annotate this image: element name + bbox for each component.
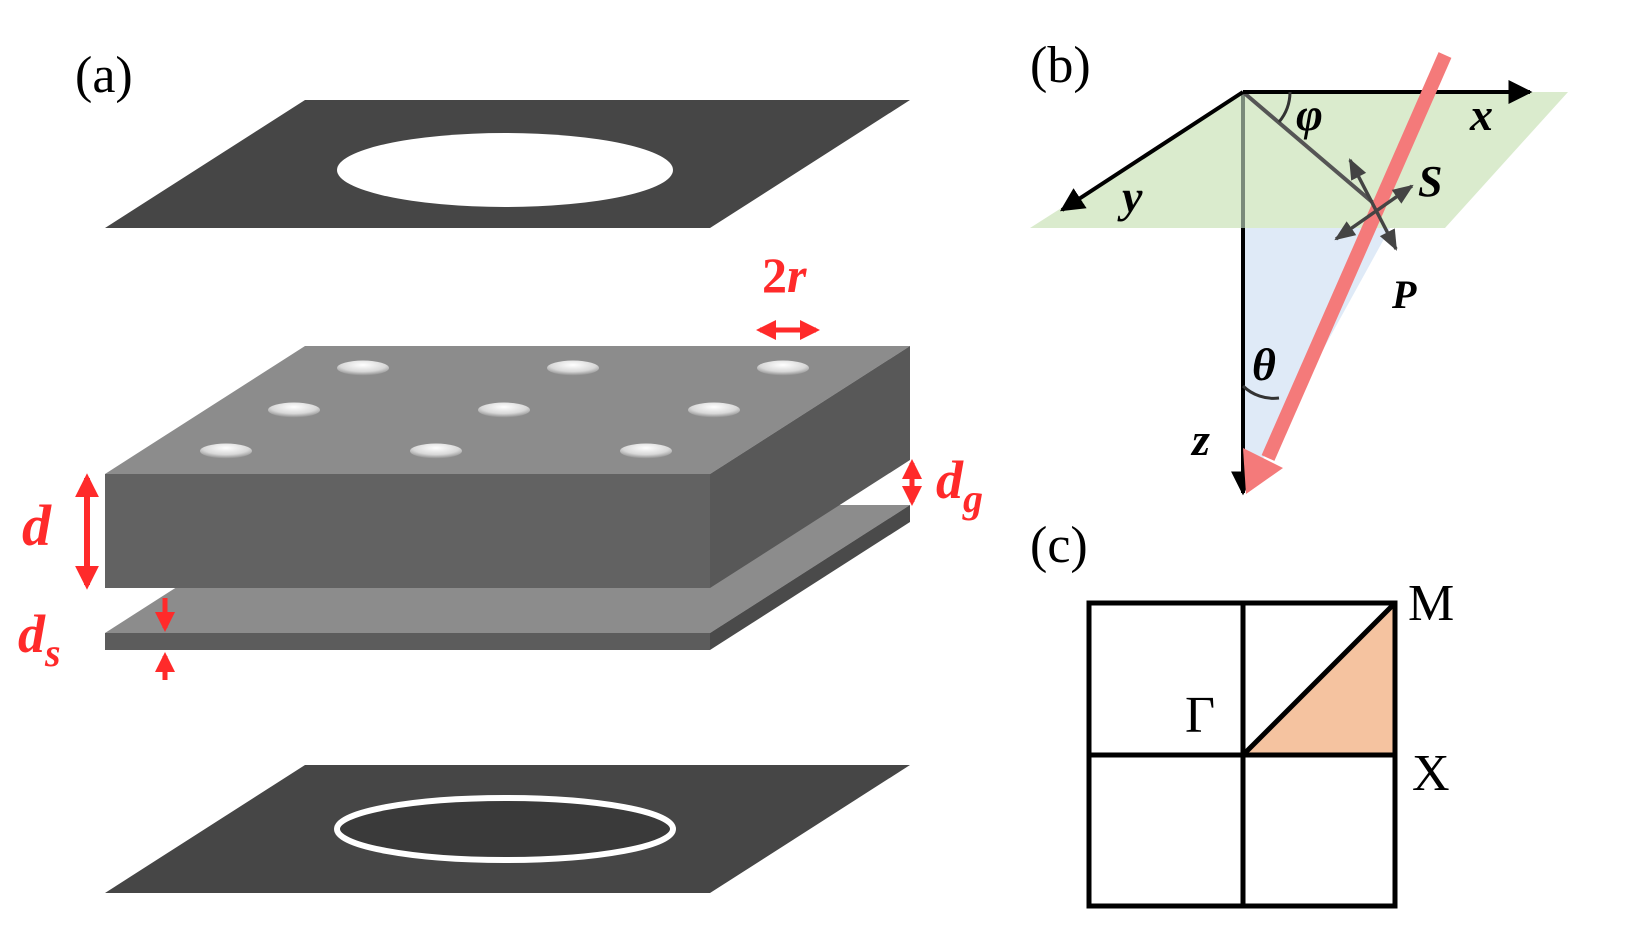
hole [410, 443, 462, 459]
slab-front [105, 474, 710, 588]
hole [478, 402, 530, 418]
ds-label: ds [18, 604, 61, 675]
panel-b-label: (b) [1030, 37, 1091, 94]
panel-b: (b) x y z φ θ S P [1030, 37, 1568, 496]
p-label: P [1391, 272, 1417, 317]
hole [688, 402, 740, 418]
panel-c: (c) Γ M X [1030, 517, 1454, 909]
gamma-point-label: Γ [1185, 687, 1215, 744]
dg-label: dg [936, 450, 983, 521]
hole [757, 360, 809, 376]
theta-label: θ [1252, 339, 1276, 390]
panel-c-label: (c) [1030, 517, 1088, 574]
hole [547, 360, 599, 376]
xy-plane [1030, 92, 1568, 228]
m-point-label: M [1408, 575, 1454, 632]
theta-arc [1241, 384, 1280, 400]
substrate-side [710, 505, 910, 650]
y-axis-label: y [1117, 171, 1143, 222]
incident-beam-head [1243, 448, 1283, 494]
d-label: d [22, 493, 52, 558]
p-vector [1348, 158, 1398, 251]
panel-a-label: (a) [75, 47, 133, 104]
hole [337, 360, 389, 376]
bottom-plate-ring [334, 795, 676, 863]
hole [200, 443, 252, 459]
substrate-front [105, 633, 710, 650]
hole [268, 402, 320, 418]
y-axis [1059, 90, 1245, 212]
incident-beam [1261, 52, 1452, 461]
x-axis-label: x [1469, 89, 1493, 140]
phi-label: φ [1296, 89, 1323, 140]
gamma-m-path [1241, 601, 1397, 757]
top-plate-hole [337, 133, 673, 207]
hole [620, 443, 672, 459]
s-label: S [1418, 157, 1442, 206]
panel-a: (a) 2r d dg [18, 47, 983, 893]
hole-array [200, 360, 809, 459]
slab-side [710, 346, 910, 588]
x-point-label: X [1412, 745, 1450, 802]
two-r-label: 2r [762, 247, 807, 303]
phi-arc [1277, 91, 1292, 123]
z-axis-label: z [1190, 414, 1210, 465]
